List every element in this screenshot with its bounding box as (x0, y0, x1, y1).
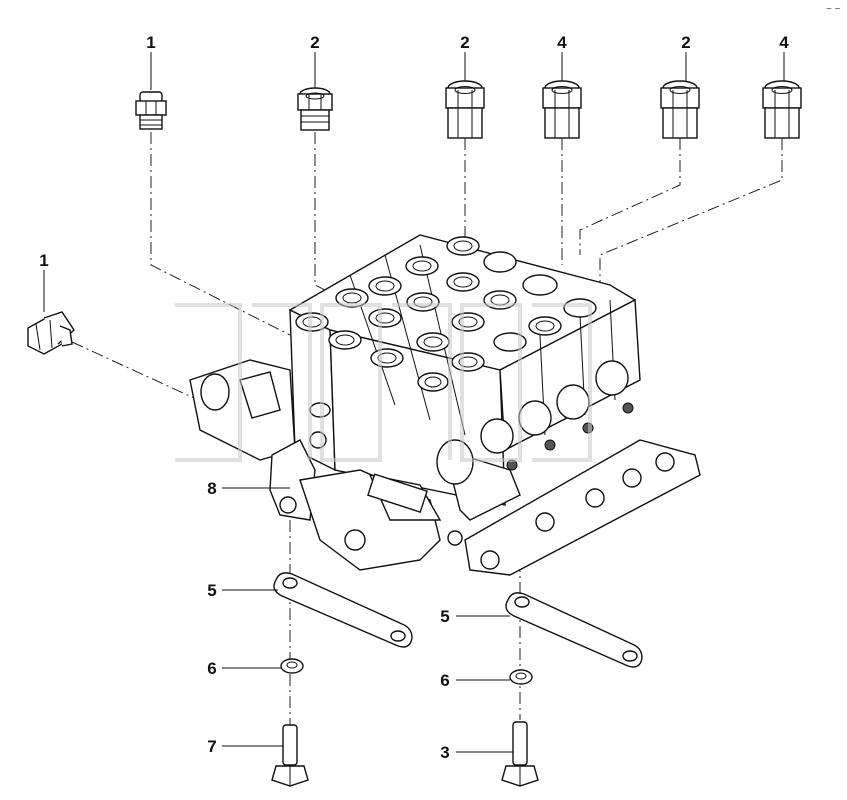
callout-label: 4 (557, 33, 567, 52)
callout-label: 1 (146, 33, 155, 52)
bolt-part-7 (271, 724, 309, 787)
fitting-part-1-top (135, 91, 167, 130)
callout-label: 5 (440, 607, 449, 626)
fitting-part-4a (542, 80, 582, 139)
callout-label: 3 (440, 743, 449, 762)
mounting-plate-left (273, 572, 413, 648)
fitting-part-4b (762, 80, 802, 139)
callout-label: 1 (39, 251, 48, 270)
fitting-part-2a (297, 87, 333, 131)
watermark-logo (175, 303, 592, 462)
callout-label: 5 (207, 581, 216, 600)
washer-right (509, 669, 533, 685)
washer-left (280, 658, 304, 674)
callout-label: 6 (207, 659, 216, 678)
mounting-plate-right (505, 592, 643, 668)
fitting-part-1-side (27, 311, 75, 355)
callout-label: 4 (779, 33, 789, 52)
leader-lines (43, 52, 785, 753)
spool-handles (436, 439, 701, 576)
callout-label: 2 (310, 33, 319, 52)
corner-mark: ~ ~ (826, 4, 841, 15)
callout-label: 2 (681, 33, 690, 52)
callout-label: 7 (207, 737, 216, 756)
relief-valve (299, 469, 463, 571)
fitting-part-2c (660, 80, 700, 139)
fitting-part-2b (445, 80, 485, 139)
callout-label: 2 (460, 33, 469, 52)
inlet-cover (189, 359, 327, 521)
bolt-part-3 (501, 721, 539, 787)
callout-label: 8 (207, 479, 216, 498)
callout-label: 6 (440, 671, 449, 690)
